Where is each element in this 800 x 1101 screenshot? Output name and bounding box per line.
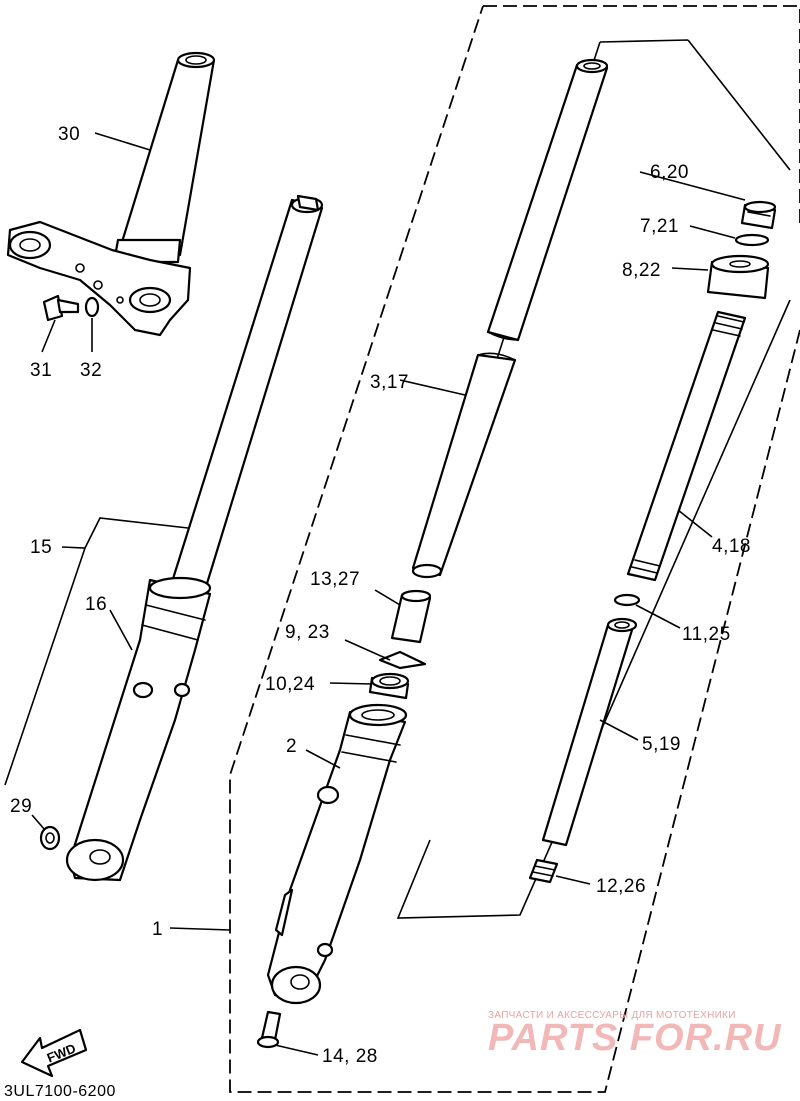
part-2-outer-tube bbox=[266, 703, 408, 1005]
part-15-fork-assembly bbox=[65, 194, 324, 882]
callout-2: 2 bbox=[286, 736, 297, 757]
callout-29: 29 bbox=[10, 796, 32, 817]
callout-31: 31 bbox=[30, 360, 52, 381]
callout-14-28: 14, 28 bbox=[322, 1046, 378, 1067]
part-4-18-fork-spring bbox=[626, 310, 747, 582]
callout-1: 1 bbox=[152, 919, 163, 940]
diagram-code: 3UL7100-6200 bbox=[4, 1083, 116, 1100]
part-29-washer bbox=[39, 825, 61, 851]
part-12-26-rebound-spring bbox=[528, 858, 559, 884]
part-3-17-inner-tube bbox=[411, 58, 609, 579]
watermark-logo: ЗАПЧАСТИ И АКСЕССУАРЫ ДЛЯ МОТОТЕХНИКИ PA… bbox=[488, 1010, 782, 1059]
part-6-20-cap-bolt bbox=[740, 200, 777, 230]
callout-4-18: 4,18 bbox=[712, 536, 751, 557]
fwd-arrow-icon: FWD bbox=[20, 1028, 88, 1078]
callout-10-24: 10,24 bbox=[265, 674, 315, 695]
part-13-27-collar bbox=[390, 589, 432, 644]
part-5-19-damper-rod bbox=[541, 617, 638, 847]
callout-32: 32 bbox=[80, 360, 102, 381]
part-11-25-circlip bbox=[613, 593, 641, 607]
watermark-tagline: ЗАПЧАСТИ И АКСЕССУАРЫ ДЛЯ МОТОТЕХНИКИ bbox=[488, 1010, 736, 1021]
callout-5-19: 5,19 bbox=[642, 734, 681, 755]
callout-13-27: 13,27 bbox=[310, 569, 360, 590]
callout-30: 30 bbox=[58, 124, 80, 145]
part-32-washer bbox=[84, 296, 100, 318]
watermark-brand: PARTS FOR.RU bbox=[488, 1017, 782, 1059]
callout-15: 15 bbox=[30, 537, 52, 558]
callout-12-26: 12,26 bbox=[596, 876, 646, 897]
part-30-steering-stem bbox=[6, 51, 216, 337]
callout-7-21: 7,21 bbox=[640, 216, 679, 237]
callout-6-20: 6,20 bbox=[650, 162, 689, 183]
part-8-22-spacer bbox=[706, 254, 770, 300]
callout-3-17: 3,17 bbox=[370, 372, 409, 393]
part-9-23-clip bbox=[378, 650, 427, 670]
part-10-24-oil-seal bbox=[368, 672, 410, 700]
leader-lines bbox=[4, 132, 746, 1056]
part-7-21-o-ring bbox=[734, 233, 770, 247]
part-31-bolt bbox=[42, 294, 80, 322]
callout-16: 16 bbox=[85, 594, 107, 615]
callout-9-23: 9, 23 bbox=[285, 622, 330, 643]
callout-11-25: 11,25 bbox=[682, 624, 731, 645]
part-14-28-bolt bbox=[256, 1010, 282, 1049]
assembly-dashed-outline bbox=[229, 5, 800, 1093]
callout-8-22: 8,22 bbox=[622, 260, 661, 281]
